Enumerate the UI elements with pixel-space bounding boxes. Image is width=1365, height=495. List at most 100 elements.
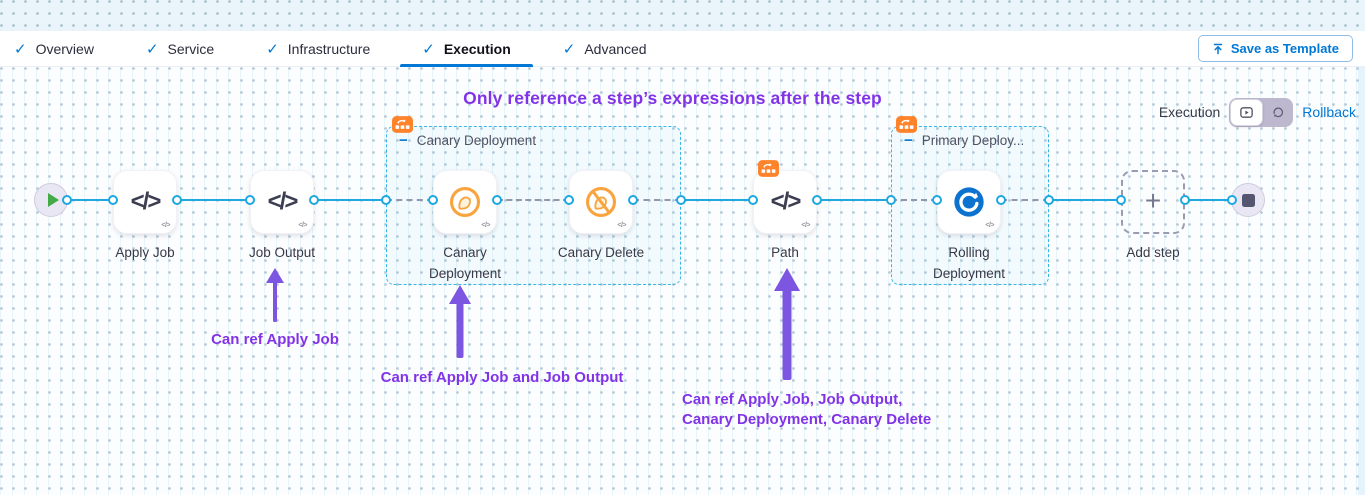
group-header-primary[interactable]: − Primary Deploy... <box>904 133 1024 148</box>
connector <box>817 199 891 201</box>
tab-label: Infrastructure <box>287 40 371 57</box>
step-label-rolling-deployment: Rolling Deployment <box>932 245 1006 281</box>
plus-icon: + <box>1144 184 1162 216</box>
stop-icon <box>1241 193 1255 207</box>
annotation-arrow-icon <box>774 268 800 380</box>
code-small-icon: </> <box>481 222 490 229</box>
connector <box>314 199 386 201</box>
step-label-job-output: Job Output <box>248 245 316 260</box>
connector-port[interactable] <box>748 195 758 205</box>
connector-port[interactable] <box>381 195 391 205</box>
step-node-canary-deployment[interactable]: </> <box>433 170 497 234</box>
connector <box>1185 199 1232 201</box>
check-icon: ✓ <box>14 40 27 58</box>
tab-overview[interactable]: ✓ Overview <box>14 31 94 66</box>
execution-icon <box>1239 105 1254 120</box>
connector-port[interactable] <box>886 195 896 205</box>
tab-infrastructure[interactable]: ✓ Infrastructure <box>266 31 370 66</box>
check-icon: ✓ <box>145 40 159 58</box>
connector-dashed <box>633 199 681 201</box>
step-node-canary-delete[interactable]: </> <box>569 170 633 234</box>
save-as-template-button[interactable]: Save as Template <box>1197 35 1353 62</box>
connector-port[interactable] <box>172 195 182 205</box>
step-label-canary-deployment: Canary Deployment <box>428 245 502 281</box>
connector <box>681 199 753 201</box>
group-name: Canary Deployment <box>416 133 537 148</box>
execution-toggle-segment[interactable] <box>1230 98 1264 126</box>
tab-advanced[interactable]: ✓ Advanced <box>563 31 647 66</box>
code-icon: </> <box>770 188 802 215</box>
stage-tabbar: ✓ Overview ✓ Service ✓ Infrastructure ✓ … <box>0 31 1365 67</box>
connector-dashed <box>1001 199 1049 201</box>
canvas-top-strip <box>0 0 1365 31</box>
play-icon <box>47 193 59 207</box>
connector-port[interactable] <box>812 195 822 205</box>
check-icon: ✓ <box>562 40 576 58</box>
step-label-path: Path <box>771 245 799 260</box>
connector-port[interactable] <box>564 195 574 205</box>
step-group-canary-deployment[interactable] <box>386 126 681 285</box>
execution-rollback-toggle[interactable] <box>1229 97 1294 127</box>
add-step-button[interactable]: + <box>1121 170 1185 234</box>
tab-service[interactable]: ✓ Service <box>146 31 214 66</box>
code-small-icon: </> <box>161 222 170 229</box>
connector <box>177 199 250 201</box>
rollback-toggle-segment[interactable] <box>1263 105 1292 119</box>
connector-port[interactable] <box>1180 195 1190 205</box>
connector-port[interactable] <box>245 195 255 205</box>
rollback-icon <box>1271 105 1285 119</box>
annotation-arrow-icon <box>266 268 284 322</box>
tab-execution[interactable]: ✓ Execution <box>400 31 534 67</box>
stage-tabs: ✓ Overview ✓ Service ✓ Infrastructure ✓ … <box>14 31 647 67</box>
tab-label: Service <box>167 40 215 57</box>
connector-port[interactable] <box>492 195 502 205</box>
rolling-deployment-icon <box>953 186 985 218</box>
annotation-path-line1: Can ref Apply Job, Job Output, <box>682 391 903 408</box>
connector-dashed <box>891 199 937 201</box>
execution-mode-control: Execution <box>1159 97 1356 127</box>
connector-port[interactable] <box>62 195 72 205</box>
step-node-path[interactable]: </> </> <box>753 170 817 234</box>
connector-port[interactable] <box>996 195 1006 205</box>
connector <box>67 199 113 201</box>
connector-port[interactable] <box>428 195 438 205</box>
connector-port[interactable] <box>1227 195 1237 205</box>
check-icon: ✓ <box>266 40 279 58</box>
step-node-apply-job[interactable]: </> </> <box>113 170 177 234</box>
group-name: Primary Deploy... <box>921 133 1025 148</box>
pipeline-canvas[interactable]: Only reference a step’s expressions afte… <box>0 67 1365 495</box>
step-node-rolling-deployment[interactable]: </> <box>937 170 1001 234</box>
connector-port[interactable] <box>676 195 686 205</box>
collapse-icon[interactable]: − <box>904 132 913 149</box>
save-as-template-label: Save as Template <box>1230 41 1339 56</box>
collapse-icon[interactable]: − <box>399 132 408 149</box>
step-group-badge-icon <box>392 116 413 133</box>
connector-port[interactable] <box>932 195 942 205</box>
canary-icon <box>448 185 482 219</box>
step-label-canary-delete: Canary Delete <box>557 245 645 260</box>
annotation-path-line2: Canary Deployment, Canary Delete <box>682 411 932 429</box>
annotation-canary: Can ref Apply Job and Job Output <box>380 369 624 386</box>
rollback-link[interactable]: Rollback <box>1302 104 1356 120</box>
connector-dashed <box>386 199 433 201</box>
code-icon: </> <box>267 188 299 215</box>
canvas-title: Only reference a step’s expressions afte… <box>463 88 882 108</box>
connector-port[interactable] <box>628 195 638 205</box>
tab-label: Advanced <box>584 40 647 57</box>
connector-port[interactable] <box>108 195 118 205</box>
code-small-icon: </> <box>298 222 307 229</box>
connector-port[interactable] <box>309 195 319 205</box>
step-group-primary-deployment[interactable] <box>891 126 1049 285</box>
step-node-job-output[interactable]: </> </> <box>250 170 314 234</box>
code-icon: </> <box>130 188 162 215</box>
connector-port[interactable] <box>1044 195 1054 205</box>
group-header-canary[interactable]: − Canary Deployment <box>399 133 536 148</box>
code-small-icon: </> <box>617 222 626 229</box>
tab-label: Overview <box>35 40 94 57</box>
code-small-icon: </> <box>801 222 810 229</box>
annotation-job-output: Can ref Apply Job <box>211 331 339 348</box>
code-small-icon: </> <box>985 222 994 229</box>
canvas-right-edge <box>1358 67 1365 495</box>
connector-port[interactable] <box>1116 195 1126 205</box>
